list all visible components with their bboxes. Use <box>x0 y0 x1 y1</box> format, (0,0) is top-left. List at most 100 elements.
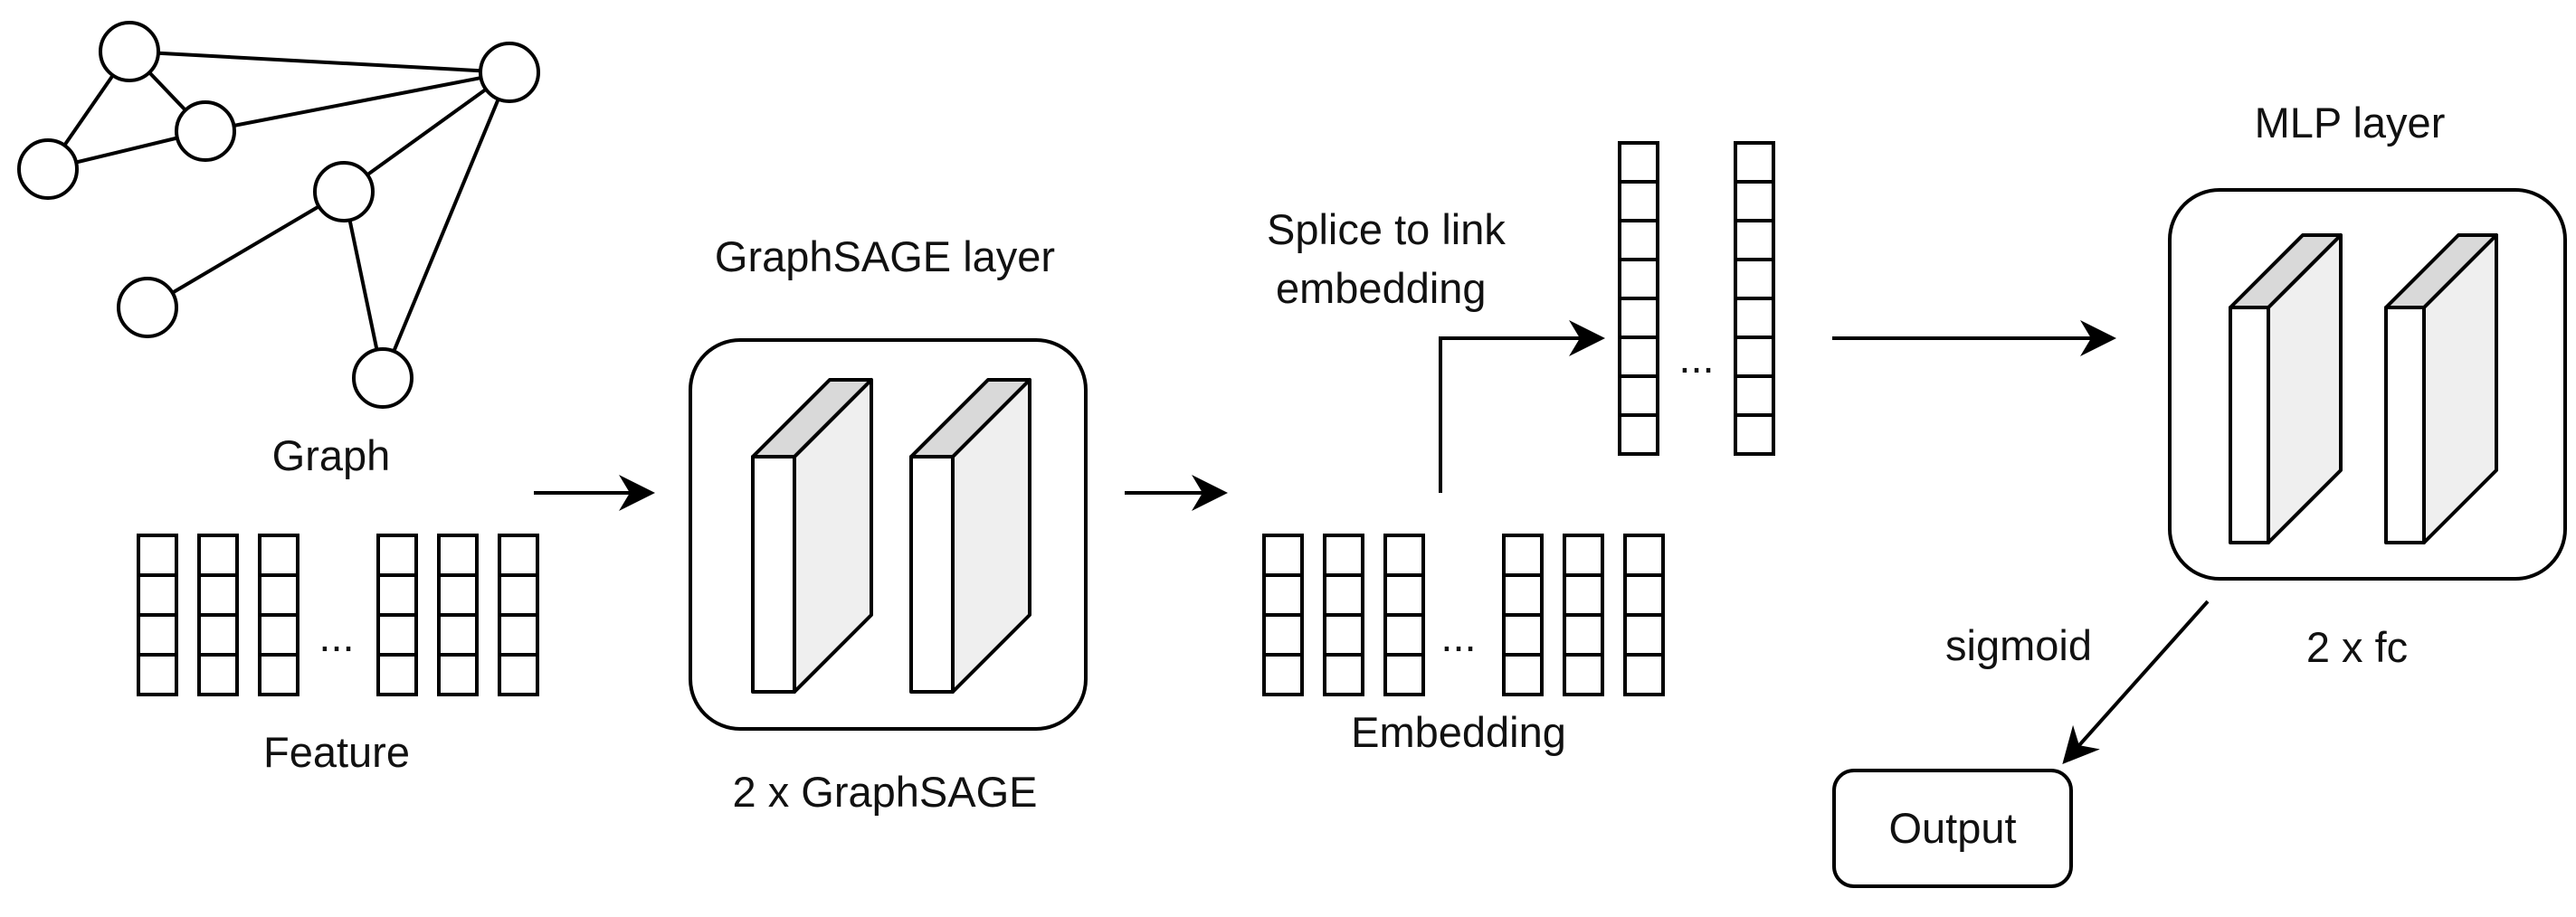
vector-cell <box>498 613 539 657</box>
graphsage-panels <box>751 378 1031 694</box>
vector-cell <box>137 653 178 696</box>
vector-cell <box>1323 653 1364 696</box>
vector-cell <box>258 573 299 617</box>
vector-cell <box>1618 297 1659 339</box>
vector-cell <box>1563 534 1604 577</box>
vector-cell <box>1383 534 1425 577</box>
vector-cell <box>1734 374 1775 417</box>
vector-cell <box>1618 258 1659 300</box>
graphsage-layer-title: GraphSAGE layer <box>715 232 1055 280</box>
vector-cell <box>437 653 479 696</box>
vector-cell <box>1623 534 1665 577</box>
vector-cell <box>1323 534 1364 577</box>
vector-cell <box>376 653 418 696</box>
vector-cell <box>258 613 299 657</box>
embedding-vector <box>1623 534 1665 696</box>
vector-cell <box>1618 413 1659 456</box>
vector-cell <box>197 613 239 657</box>
vector-cell <box>376 534 418 577</box>
embedding-vector <box>1502 534 1544 696</box>
vector-cell <box>1623 613 1665 657</box>
vector-cell <box>1323 613 1364 657</box>
vector-cell <box>1734 413 1775 456</box>
arrow-splice <box>1439 320 1605 493</box>
vector-cell <box>498 653 539 696</box>
vector-cell <box>1623 573 1665 617</box>
vector-cell <box>137 613 178 657</box>
output-box <box>1832 769 2073 888</box>
vector-cell <box>1502 653 1544 696</box>
vector-cell <box>137 534 178 577</box>
vector-cell <box>1734 336 1775 378</box>
vector-cell <box>1618 336 1659 378</box>
vector-cell <box>1734 258 1775 300</box>
link-embedding-vectors <box>1618 141 1775 456</box>
vector-cell <box>376 573 418 617</box>
fc-panel <box>2384 233 2498 544</box>
graphsage-count-label: 2 x GraphSAGE <box>733 768 1038 816</box>
vector-cell <box>1618 141 1659 184</box>
graphsage-panel <box>751 378 873 694</box>
output-label: Output <box>1888 804 2016 852</box>
embedding-ellipsis: ... <box>1440 612 1476 660</box>
vector-cell <box>1502 534 1544 577</box>
vector-cell <box>1502 573 1544 617</box>
feature-ellipsis: ... <box>318 612 354 660</box>
vector-cell <box>437 534 479 577</box>
link-embedding-ellipsis: ... <box>1678 334 1714 382</box>
vector-cell <box>1734 141 1775 184</box>
feature-label: Feature <box>263 728 410 776</box>
embedding-vector <box>1262 534 1304 696</box>
embedding-label: Embedding <box>1351 708 1566 756</box>
vector-cell <box>1618 219 1659 261</box>
feature-vector <box>376 534 418 696</box>
vector-cell <box>1502 613 1544 657</box>
sigmoid-label: sigmoid <box>1945 621 2092 669</box>
graph-nodes <box>17 21 540 409</box>
vector-cell <box>1734 297 1775 339</box>
feature-vector <box>258 534 299 696</box>
feature-vector <box>197 534 239 696</box>
vector-cell <box>498 573 539 617</box>
vector-cell <box>1563 613 1604 657</box>
vector-cell <box>197 573 239 617</box>
vector-cell <box>197 534 239 577</box>
vector-cell <box>1383 573 1425 617</box>
vector-cell <box>1618 374 1659 417</box>
mlp-panels <box>2229 233 2498 544</box>
vector-cell <box>437 573 479 617</box>
vector-cell <box>376 613 418 657</box>
feature-vector <box>137 534 178 696</box>
arrow-to-output <box>2062 600 2210 764</box>
link-embedding-vector <box>1734 141 1775 456</box>
vector-cell <box>1618 180 1659 222</box>
embedding-vectors <box>1262 534 1665 696</box>
fc-panel <box>2229 233 2343 544</box>
vector-cell <box>197 653 239 696</box>
vector-cell <box>1262 613 1304 657</box>
input-graph <box>17 21 540 409</box>
link-embedding-vector <box>1618 141 1659 456</box>
feature-vector <box>437 534 479 696</box>
embedding-vector <box>1383 534 1425 696</box>
vector-cell <box>258 653 299 696</box>
splice-label-line2: embedding <box>1276 264 1487 312</box>
vector-cell <box>1262 653 1304 696</box>
vector-cell <box>1734 180 1775 222</box>
graph-edges <box>46 50 511 379</box>
embedding-vector <box>1563 534 1604 696</box>
vector-cell <box>1563 653 1604 696</box>
feature-vectors <box>137 534 539 696</box>
fc-count-label: 2 x fc <box>2306 623 2408 671</box>
splice-label-line1: Splice to link <box>1267 205 1506 253</box>
vector-cell <box>1623 653 1665 696</box>
vector-cell <box>1262 534 1304 577</box>
vector-cell <box>258 534 299 577</box>
vector-cell <box>1734 219 1775 261</box>
vector-cell <box>1383 653 1425 696</box>
feature-vector <box>498 534 539 696</box>
vector-cell <box>1323 573 1364 617</box>
vector-cell <box>498 534 539 577</box>
mlp-layer-title: MLP layer <box>2255 99 2446 147</box>
